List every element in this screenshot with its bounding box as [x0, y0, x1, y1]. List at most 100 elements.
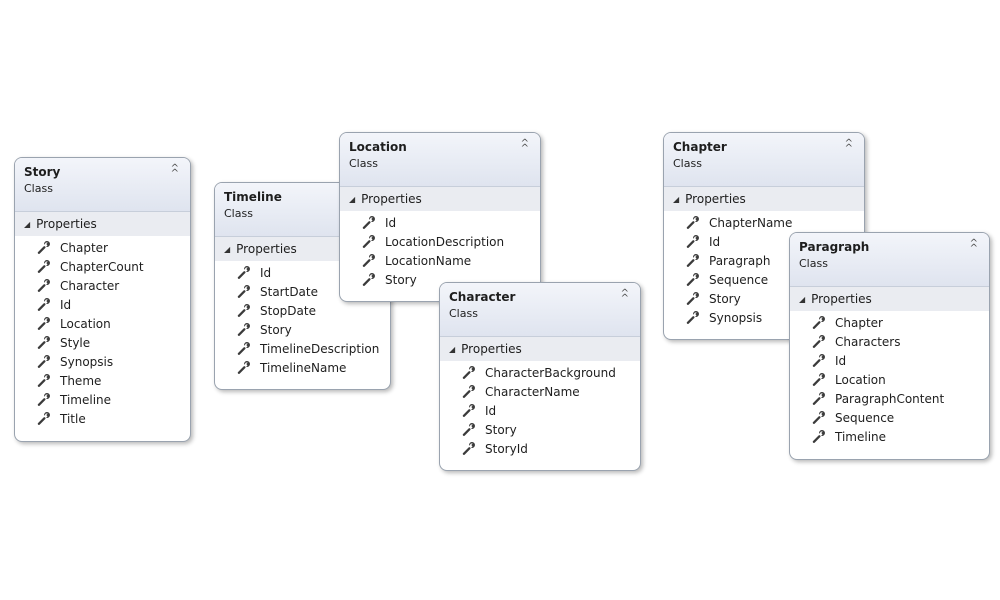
class-header: Chapter Class ^^	[664, 133, 864, 187]
property-row[interactable]: CharacterName	[440, 383, 640, 402]
property-row[interactable]: Character	[15, 277, 190, 296]
property-label: Paragraph	[709, 254, 771, 268]
property-row[interactable]: Timeline	[790, 428, 989, 447]
class-name: Chapter	[673, 140, 727, 154]
class-header: Story Class ^^	[15, 158, 190, 212]
property-label: CharacterBackground	[485, 366, 616, 380]
property-row[interactable]: Story	[215, 321, 390, 340]
property-row[interactable]: Title	[15, 410, 190, 429]
property-label: Timeline	[835, 430, 887, 444]
property-label: Chapter	[60, 241, 108, 255]
property-row[interactable]: Style	[15, 334, 190, 353]
chevron-double-up-icon[interactable]: ^^	[170, 163, 179, 179]
property-label: Sequence	[709, 273, 769, 287]
property-label: LocationName	[385, 254, 472, 268]
wrench-icon	[237, 284, 251, 298]
wrench-icon	[237, 265, 251, 279]
property-row[interactable]: Synopsis	[664, 309, 864, 328]
property-label: TimelineDescription	[260, 342, 380, 356]
property-row[interactable]: Id	[790, 352, 989, 371]
property-row[interactable]: LocationName	[340, 252, 540, 271]
wrench-icon	[362, 215, 376, 229]
property-row[interactable]: Sequence	[664, 271, 864, 290]
property-row[interactable]: Paragraph	[664, 252, 864, 271]
property-row[interactable]: Location	[790, 371, 989, 390]
triangle-expanded-icon[interactable]: ◢	[799, 295, 806, 304]
class-header: Location Class ^^	[340, 133, 540, 187]
chevron-double-up-icon[interactable]: ^^	[520, 138, 529, 154]
triangle-expanded-icon[interactable]: ◢	[24, 220, 31, 229]
wrench-icon	[462, 441, 476, 455]
triangle-expanded-icon[interactable]: ◢	[349, 195, 356, 204]
triangle-expanded-icon[interactable]: ◢	[673, 195, 680, 204]
class-box-character[interactable]: Character Class ^^ ◢Properties Character…	[439, 282, 641, 471]
triangle-expanded-icon[interactable]: ◢	[449, 345, 456, 354]
property-row[interactable]: Id	[440, 402, 640, 421]
property-row[interactable]: Theme	[15, 372, 190, 391]
chevron-double-up-icon[interactable]: ^^	[620, 288, 629, 304]
property-label: StopDate	[260, 304, 316, 318]
wrench-icon	[362, 253, 376, 267]
property-row[interactable]: Timeline	[15, 391, 190, 410]
property-row[interactable]: Synopsis	[15, 353, 190, 372]
wrench-icon	[37, 392, 51, 406]
section-header-properties[interactable]: ◢Properties	[440, 337, 640, 361]
wrench-icon	[37, 316, 51, 330]
property-label: Story	[485, 423, 517, 437]
class-name: Story	[24, 165, 61, 179]
wrench-icon	[37, 373, 51, 387]
property-row[interactable]: Chapter	[790, 314, 989, 333]
property-row[interactable]: StopDate	[215, 302, 390, 321]
wrench-icon	[237, 360, 251, 374]
property-row[interactable]: Id	[215, 264, 390, 283]
property-row[interactable]: Sequence	[790, 409, 989, 428]
property-label: Characters	[835, 335, 901, 349]
section-header-properties[interactable]: ◢Properties	[340, 187, 540, 211]
section-header-properties[interactable]: ◢Properties	[15, 212, 190, 236]
triangle-expanded-icon[interactable]: ◢	[224, 245, 231, 254]
section-label: Properties	[811, 292, 872, 306]
property-row[interactable]: StoryId	[440, 440, 640, 459]
class-name: Paragraph	[799, 240, 870, 254]
property-label: Id	[835, 354, 847, 368]
wrench-icon	[812, 315, 826, 329]
property-row[interactable]: TimelineName	[215, 359, 390, 378]
property-label: Title	[60, 412, 86, 426]
chevron-double-up-icon[interactable]: ^^	[844, 138, 853, 154]
property-row[interactable]: Id	[340, 214, 540, 233]
section-header-properties[interactable]: ◢Properties	[664, 187, 864, 211]
property-row[interactable]: Story	[440, 421, 640, 440]
property-row[interactable]: CharacterBackground	[440, 364, 640, 383]
property-row[interactable]: StartDate	[215, 283, 390, 302]
property-row[interactable]: Story	[664, 290, 864, 309]
property-row[interactable]: TimelineDescription	[215, 340, 390, 359]
class-header: Paragraph Class ^^	[790, 233, 989, 287]
property-label: LocationDescription	[385, 235, 505, 249]
property-row[interactable]: Story	[340, 271, 540, 290]
property-row[interactable]: ChapterName	[664, 214, 864, 233]
property-label: Chapter	[835, 316, 883, 330]
wrench-icon	[686, 215, 700, 229]
wrench-icon	[462, 365, 476, 379]
property-row[interactable]: ParagraphContent	[790, 390, 989, 409]
wrench-icon	[686, 253, 700, 267]
wrench-icon	[37, 240, 51, 254]
property-row[interactable]: Id	[664, 233, 864, 252]
wrench-icon	[812, 372, 826, 386]
property-row[interactable]: Id	[15, 296, 190, 315]
section-header-properties[interactable]: ◢ Properties	[790, 287, 989, 311]
chevron-double-up-icon[interactable]: ^^	[969, 238, 978, 254]
property-label: Style	[60, 336, 91, 350]
property-row[interactable]: ChapterCount	[15, 258, 190, 277]
property-row[interactable]: Location	[15, 315, 190, 334]
property-row[interactable]: LocationDescription	[340, 233, 540, 252]
property-row[interactable]: Chapter	[15, 239, 190, 258]
property-row[interactable]: Characters	[790, 333, 989, 352]
property-label: ParagraphContent	[835, 392, 945, 406]
wrench-icon	[237, 322, 251, 336]
class-stereotype: Class	[799, 257, 828, 270]
class-stereotype: Class	[449, 307, 478, 320]
